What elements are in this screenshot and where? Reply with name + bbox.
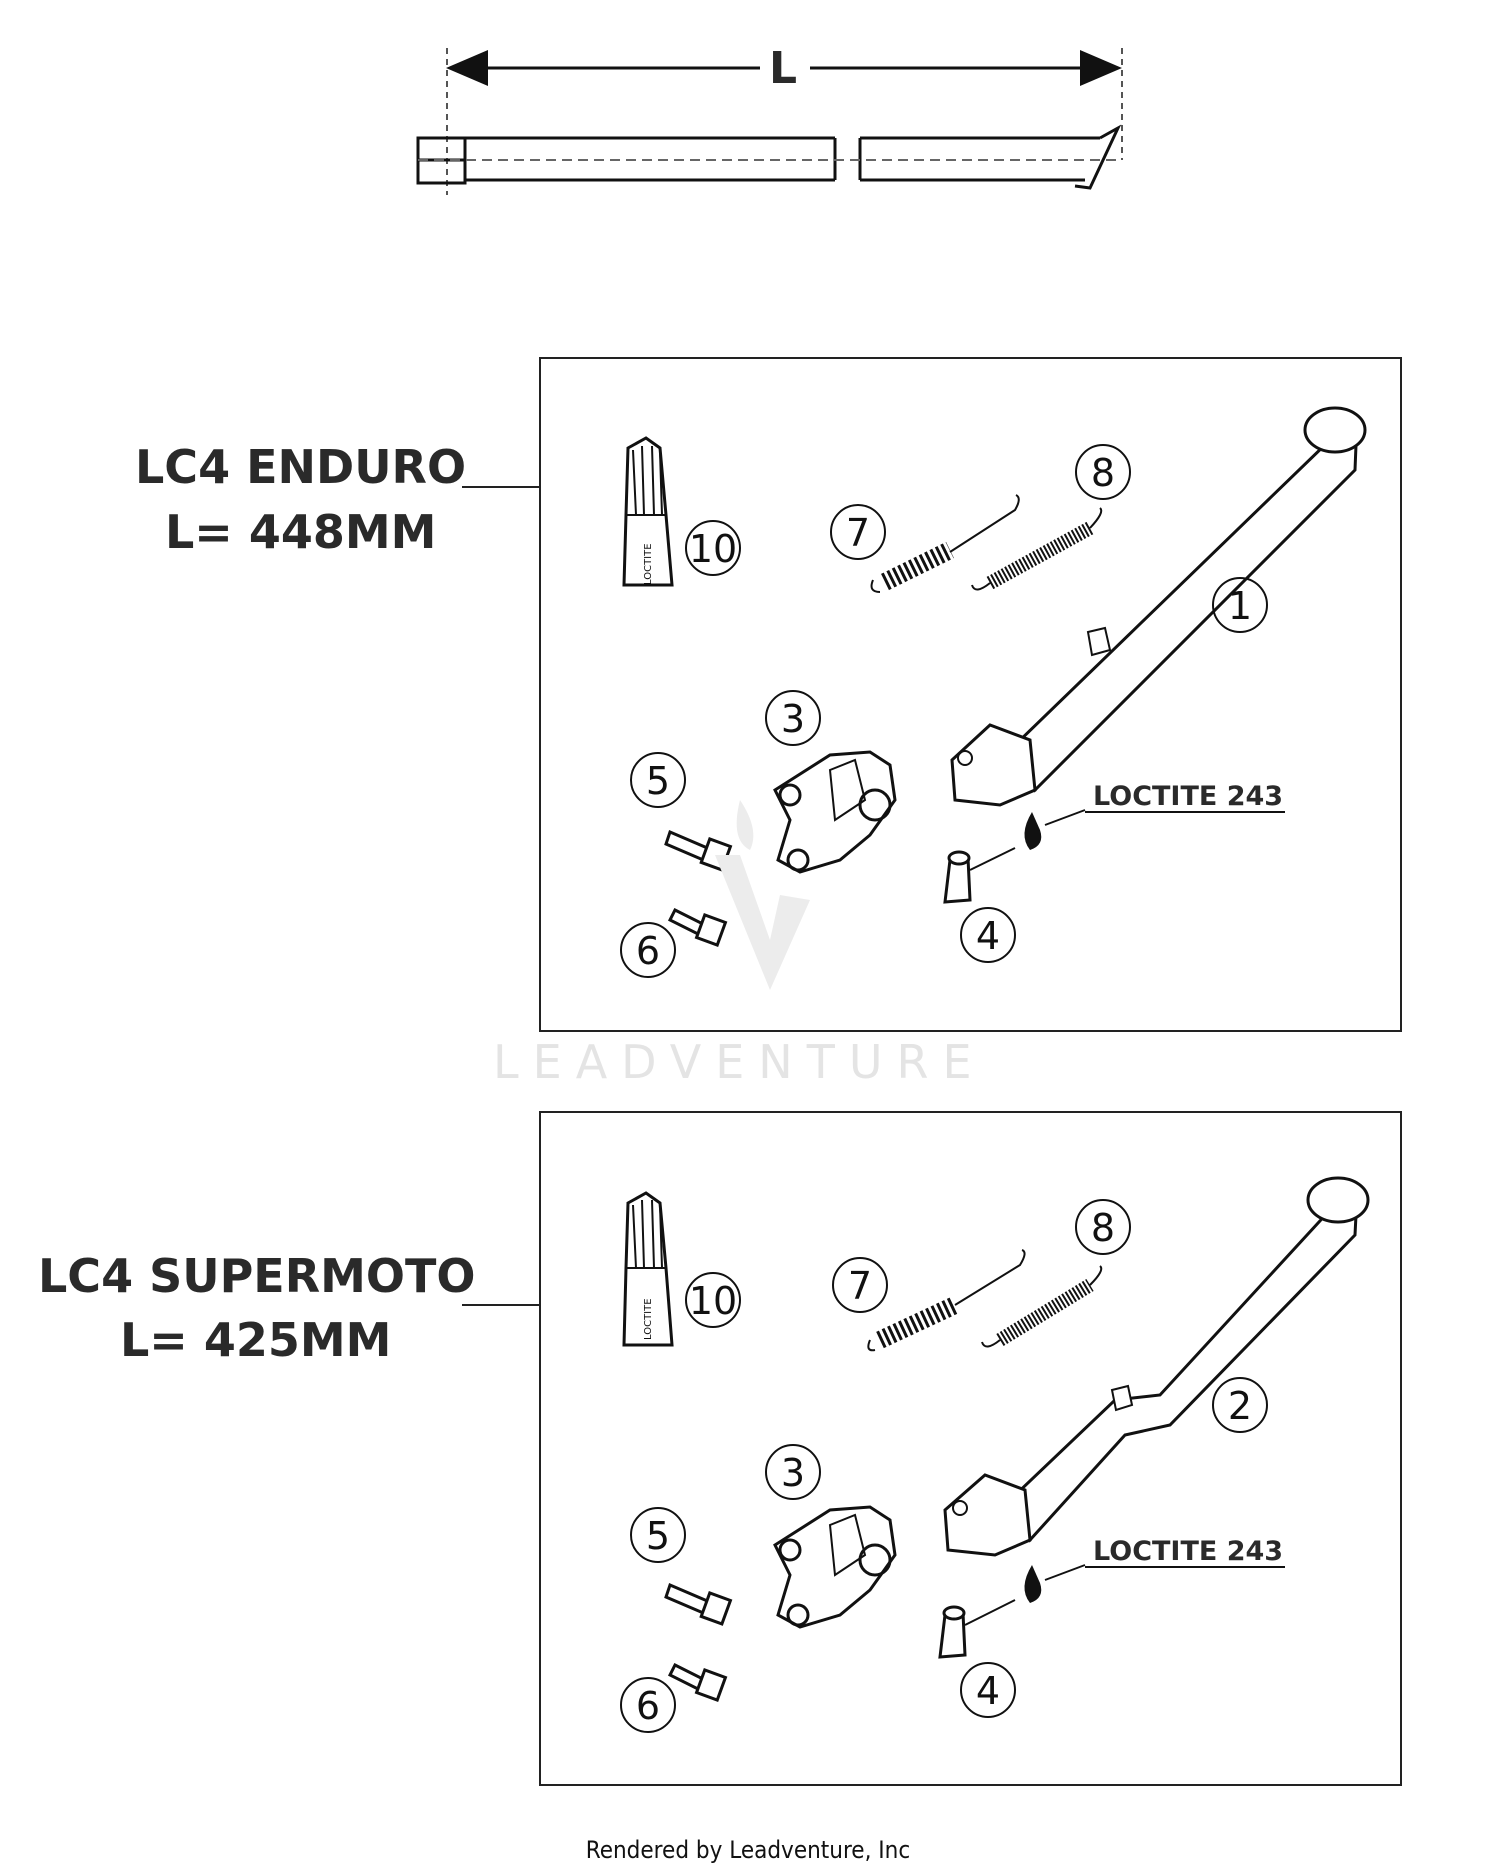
- bolt-6-icon: [667, 907, 728, 947]
- loctite-tube-icon: LOCTITE: [622, 1191, 674, 1347]
- callout-10: 10: [685, 1272, 741, 1328]
- svg-text:2: 2: [1228, 1384, 1252, 1428]
- panel-supermoto: LC4 SUPERMOTO L= 425MM LOCTITE: [38, 1111, 1402, 1786]
- loctite-label: LOCTITE 243: [1093, 1536, 1283, 1567]
- spring-8-icon: [971, 507, 1103, 591]
- svg-text:3: 3: [781, 1451, 805, 1495]
- loctite-drop-icon: LOCTITE 243: [1024, 781, 1285, 850]
- panel-length: L= 425MM: [120, 1313, 391, 1367]
- bracket-icon: [773, 1505, 897, 1629]
- watermark-text: LEADVENTURE: [493, 1035, 986, 1089]
- svg-text:10: 10: [689, 527, 737, 571]
- callout-1: 1: [1212, 577, 1268, 633]
- svg-text:LOCTITE: LOCTITE: [643, 543, 654, 585]
- pin-4-icon: [938, 1599, 1016, 1659]
- bracket-icon: [773, 750, 897, 874]
- spring-7-icon: [867, 1249, 1026, 1352]
- kickstand-leg-icon: [950, 406, 1367, 807]
- svg-text:3: 3: [781, 697, 805, 741]
- svg-text:10: 10: [689, 1279, 737, 1323]
- pin-4-icon: [943, 847, 1016, 904]
- dimension-drawing: L: [416, 43, 1123, 195]
- svg-text:5: 5: [646, 759, 670, 803]
- panel-title: LC4 SUPERMOTO: [38, 1249, 476, 1303]
- svg-text:7: 7: [848, 1264, 872, 1308]
- callout-5: 5: [630, 752, 686, 808]
- callout-5: 5: [630, 1507, 686, 1563]
- panel-title: LC4 ENDURO: [135, 440, 466, 494]
- spring-7-icon: [870, 494, 1020, 593]
- svg-text:8: 8: [1091, 1206, 1115, 1250]
- callout-6: 6: [620, 1677, 676, 1733]
- callout-8: 8: [1075, 444, 1131, 500]
- svg-text:8: 8: [1091, 451, 1115, 495]
- callout-4: 4: [960, 1662, 1016, 1718]
- callout-3: 3: [765, 1444, 821, 1500]
- spring-8-icon: [981, 1265, 1103, 1348]
- loctite-tube-icon: LOCTITE: [622, 436, 674, 587]
- bolt-5-icon: [664, 1582, 733, 1626]
- callout-7: 7: [832, 1257, 888, 1313]
- footer-credit: Rendered by Leadventure, Inc: [586, 1836, 910, 1864]
- callout-10: 10: [685, 520, 741, 576]
- callout-8: 8: [1075, 1199, 1131, 1255]
- callout-6: 6: [620, 922, 676, 978]
- panel-enduro: LC4 ENDURO L= 448MM LOCTITE: [135, 357, 1402, 1032]
- loctite-label: LOCTITE 243: [1093, 781, 1283, 812]
- svg-text:5: 5: [646, 1514, 670, 1558]
- kickstand-leg-icon: [943, 1176, 1370, 1557]
- svg-text:4: 4: [976, 1669, 1000, 1713]
- svg-text:6: 6: [636, 929, 660, 973]
- svg-text:LOCTITE: LOCTITE: [643, 1298, 654, 1340]
- svg-text:4: 4: [976, 914, 1000, 958]
- callout-7: 7: [830, 504, 886, 560]
- svg-text:1: 1: [1228, 584, 1252, 628]
- watermark: LEADVENTURE: [493, 800, 986, 1089]
- callout-4: 4: [960, 907, 1016, 963]
- svg-text:7: 7: [846, 511, 870, 555]
- callout-2: 2: [1212, 1377, 1268, 1433]
- svg-text:6: 6: [636, 1684, 660, 1728]
- bolt-6-icon: [667, 1662, 728, 1702]
- dimension-label: L: [769, 43, 797, 94]
- panel-length: L= 448MM: [165, 505, 436, 559]
- callout-3: 3: [765, 690, 821, 746]
- loctite-drop-icon: LOCTITE 243: [1024, 1536, 1285, 1603]
